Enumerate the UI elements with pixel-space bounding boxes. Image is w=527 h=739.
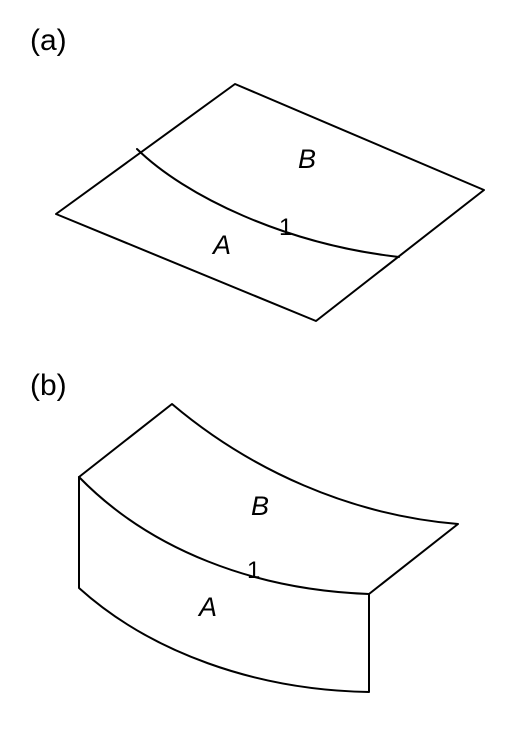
plate-outline (55, 83, 485, 322)
panel-b-label: (b) (30, 369, 67, 402)
region-b-label: B (298, 144, 316, 174)
interface-curve (136, 148, 400, 258)
panel-a-label: (a) (30, 24, 67, 57)
region-a-label: A (211, 230, 231, 260)
interface-marker: 1 (279, 214, 292, 241)
interface-curve (78, 476, 370, 595)
panel-a: (a) B A 1 (30, 24, 485, 322)
panel-b: (b) B A 1 (30, 369, 459, 693)
top-surface-back-curve (78, 403, 459, 595)
interface-marker: 1 (247, 557, 260, 584)
region-a-label: A (197, 592, 217, 622)
region-b-label: B (251, 491, 269, 521)
front-face-outline (78, 476, 370, 693)
